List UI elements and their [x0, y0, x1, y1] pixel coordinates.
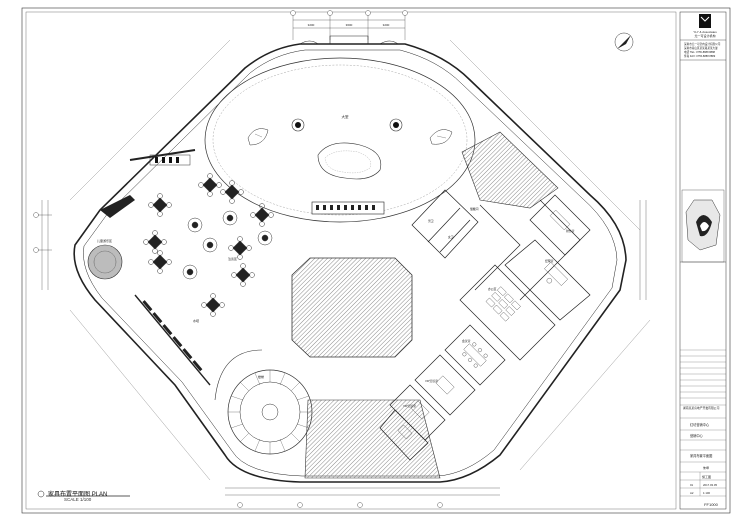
stage: 施工图	[702, 474, 711, 479]
room-label-negotiation: 洽谈区	[228, 256, 237, 261]
dim-top-1: 3200	[308, 23, 315, 27]
room-label-finance: 财务室	[566, 229, 575, 233]
drawing-name: 家具布置平面图	[690, 453, 712, 458]
negotiation-tables	[143, 173, 274, 317]
central-sculpture	[317, 142, 382, 180]
firm-name-cn: 尤一可设计机构	[694, 33, 715, 38]
room-label-lobby: 大堂	[342, 114, 350, 119]
sand-table-model	[291, 257, 413, 358]
sheet-inner-border	[25, 11, 677, 510]
office-wing	[379, 189, 591, 461]
room-label-vip-2: VIP洽谈室	[403, 404, 416, 408]
dim-top-3: 3200	[383, 23, 390, 27]
bottom-entrance-hatch	[304, 399, 441, 479]
lobby-oval	[204, 57, 476, 223]
project-name: 红坊营销中心	[690, 422, 710, 427]
title-block: YLY & Associates 尤一可设计机构 深圳市尤一可室内设计有限公司 …	[679, 11, 727, 510]
columns	[291, 118, 403, 132]
key-plan	[685, 199, 721, 251]
left-wall-furniture	[100, 149, 196, 218]
client-name: 湖南某某房地产开发有限公司	[683, 406, 720, 410]
axis-markers	[33, 10, 443, 508]
firm-line-2: 深圳市南山区某某路某某大厦	[684, 46, 718, 50]
planters	[247, 128, 453, 146]
room-label-wc-female: 女卫	[448, 235, 454, 239]
plan-title-bubble	[37, 490, 45, 498]
plan-title-en: PLAN	[91, 492, 108, 498]
room-label-vip-1: VIP洽谈室	[425, 379, 438, 383]
room-label-storage: 储藏间	[470, 207, 479, 211]
room-label-kids: 儿童游乐区	[97, 238, 112, 243]
plan-title: 家具布置平面图 PLAN	[48, 489, 107, 498]
firm-line-3: 电话 TEL: 0755-8888 8888	[684, 50, 716, 54]
designer: 朱坤	[703, 465, 709, 470]
plan-title-cn: 家具布置平面图	[48, 492, 91, 498]
scale: 1:100	[703, 491, 710, 495]
firm-line-4: 传真 FAX: 0755-8888 8889	[684, 54, 716, 58]
sheet-number: FF1000	[704, 502, 719, 507]
spiral-stair	[227, 369, 313, 455]
firm-line-1: 深圳市尤一可室内设计有限公司	[684, 42, 721, 46]
room-label-manager: 经理室	[545, 259, 554, 263]
room-label-office: 办公区	[488, 287, 497, 291]
entrance-top	[299, 35, 399, 45]
room-label-wc-male: 男卫	[428, 219, 434, 223]
kids-play-area	[87, 244, 123, 280]
office-desks	[397, 209, 571, 440]
sheet-outer-border	[21, 7, 731, 514]
dimension-right	[639, 200, 647, 300]
dimension-bottom	[225, 487, 500, 496]
water-bar-counter	[134, 294, 211, 386]
service-core-hatch	[461, 131, 559, 209]
dim-top-2: 3600	[346, 23, 353, 27]
room-label-waterbar: 水吧	[193, 318, 199, 323]
firm-name-en: YLY & Associates	[693, 30, 717, 34]
sheet-size: A2	[690, 491, 694, 495]
plan-scale: SCALE 1/100	[64, 497, 92, 502]
dimension-left	[38, 200, 52, 290]
room-label-meeting: 会议室	[462, 339, 471, 343]
reception-desk	[311, 201, 385, 215]
curved-wall	[214, 349, 263, 401]
date: 2017.03.05	[703, 483, 717, 487]
dimension-diagonals	[69, 39, 651, 481]
north-arrow-icon	[614, 32, 634, 52]
room-label-stair: 楼梯	[258, 374, 264, 379]
dimension-top	[292, 14, 406, 40]
revision: 01	[690, 483, 694, 487]
area-name: 营销中心	[690, 433, 704, 438]
